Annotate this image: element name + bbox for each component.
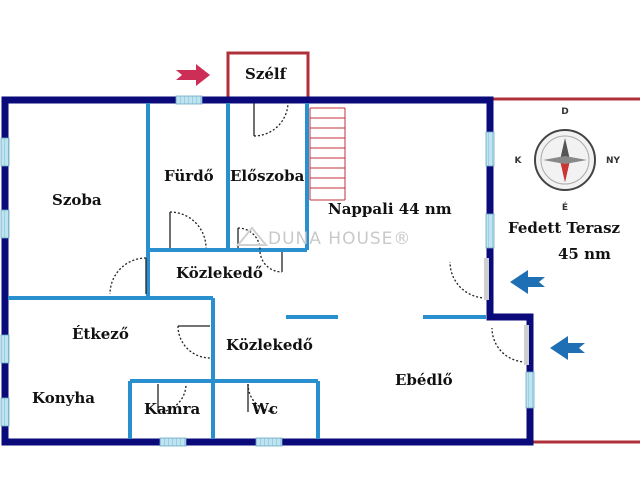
compass-top: D	[561, 107, 568, 117]
room-label-szoba: Szoba	[52, 191, 102, 209]
door-panels	[484, 258, 529, 365]
room-label-konyha: Konyha	[32, 389, 95, 407]
room-label-szelf: Szélf	[245, 65, 288, 83]
room-label-wc: Wc	[251, 400, 278, 418]
entry-arrow-icon	[176, 64, 210, 86]
room-label-nappali: Nappali 44 nm	[328, 200, 452, 218]
compass-left: K	[515, 156, 523, 166]
room-label-ebedlo: Ebédlő	[395, 371, 453, 389]
compass-right: NY	[606, 156, 621, 166]
watermark-text: DUNA HOUSE®	[268, 229, 411, 249]
compass-bottom: É	[562, 201, 568, 213]
room-label-terasz: Fedett Terasz	[508, 219, 621, 237]
room-label-furdo: Fürdő	[164, 167, 214, 185]
room-label-kozleked-mid: Közlekedő	[226, 336, 313, 354]
terrace-outline	[492, 97, 640, 444]
doors	[109, 101, 527, 413]
terrace-arrow-icon	[550, 336, 585, 360]
terrace-arrow-icon	[510, 270, 545, 294]
windows	[0, 95, 535, 447]
watermark: DUNA HOUSE®	[235, 226, 411, 249]
room-label-etkezo: Étkező	[72, 325, 129, 343]
room-label-kamra: Kamra	[144, 400, 201, 418]
interior-walls	[8, 103, 320, 439]
room-label-terasz-area: 45 nm	[558, 245, 611, 263]
compass-icon: D NY É K	[515, 107, 621, 213]
room-label-eloszoba: Előszoba	[230, 167, 305, 185]
exterior-wall	[1, 96, 534, 446]
stairs	[309, 107, 346, 201]
room-label-kozleked-top: Közlekedő	[176, 264, 263, 282]
shelf-outline	[226, 51, 310, 97]
